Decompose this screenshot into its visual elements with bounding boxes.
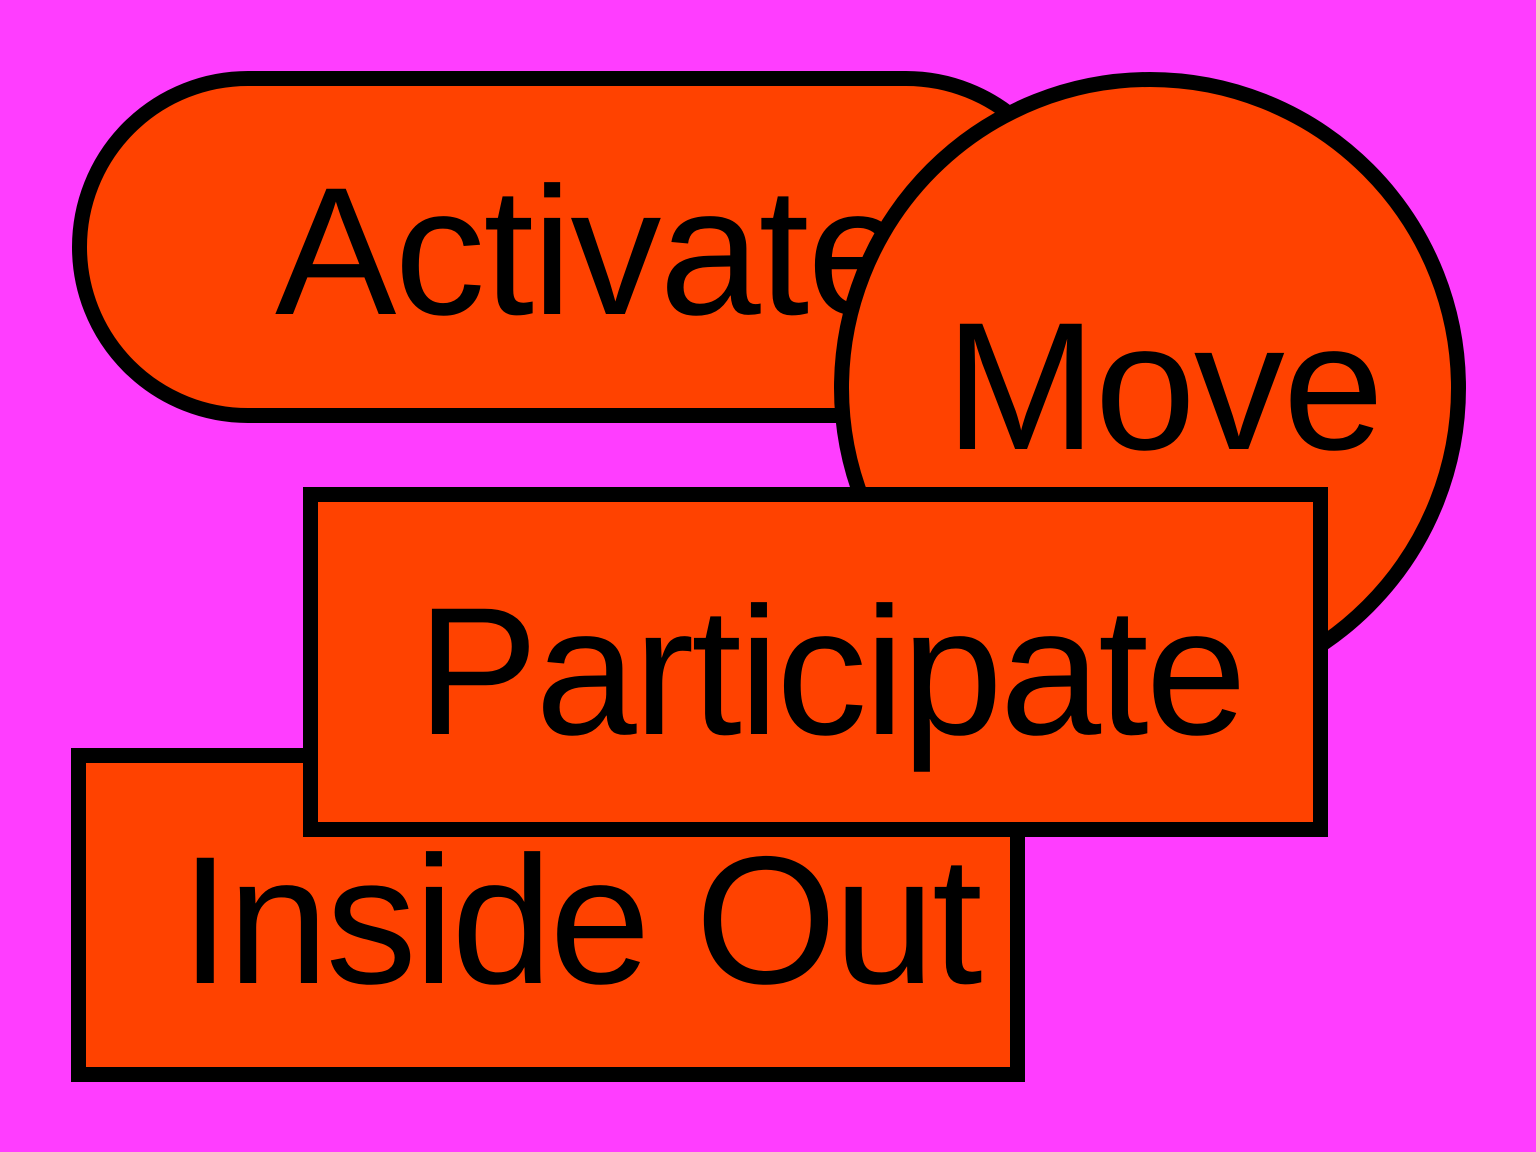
participate-word: Participate bbox=[417, 569, 1247, 773]
inside-out-word: Inside Out bbox=[180, 818, 983, 1022]
move-word: Move bbox=[945, 284, 1384, 488]
rect-shape-participate: Participate bbox=[303, 487, 1328, 837]
activate-word: Activate bbox=[275, 149, 908, 353]
